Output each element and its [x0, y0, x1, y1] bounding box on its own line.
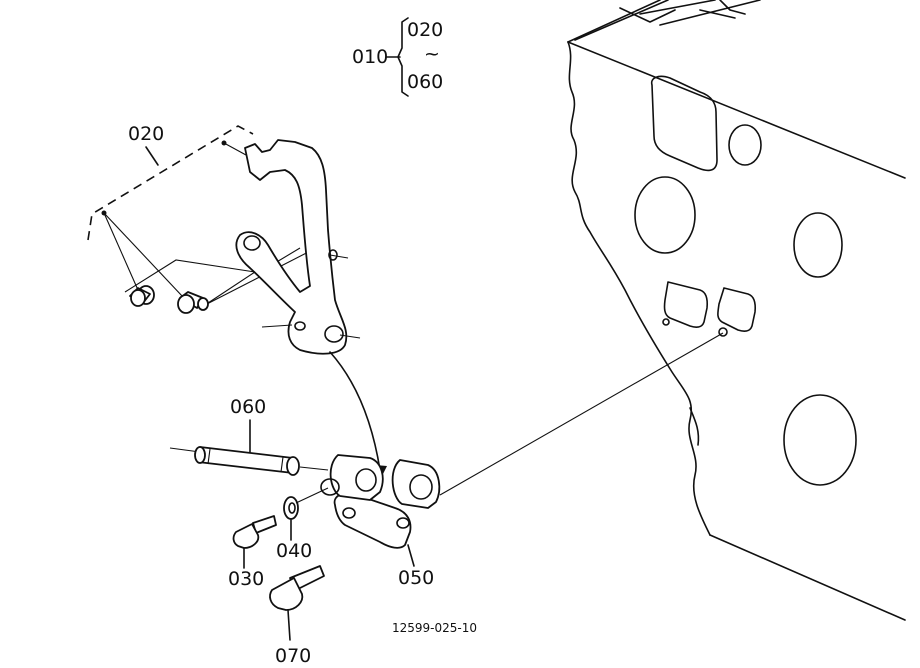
- bracket-group: 050: [320, 454, 441, 589]
- group-end-label: 060: [407, 71, 443, 93]
- washer: [283, 496, 299, 520]
- group-start-label: 020: [407, 19, 443, 41]
- lever-group: 020: [87, 123, 361, 355]
- pin-part-label: 060: [230, 396, 266, 418]
- drawing-number: 12599-025-10: [392, 621, 477, 635]
- pin-small-right: [177, 291, 209, 314]
- pin-group: 060: [169, 396, 329, 476]
- pin-small-left: [129, 285, 155, 307]
- large-bolt-part-label: 070: [275, 645, 311, 667]
- shift-lever: [235, 139, 348, 355]
- large-bolt-group: 070: [269, 565, 325, 667]
- washer-part-label: 040: [276, 540, 312, 562]
- group-tilde-label: ~: [424, 43, 440, 65]
- assembly-arrow: [329, 351, 381, 471]
- small-bolt-part-label: 030: [228, 568, 264, 590]
- engine-block: [567, 0, 906, 621]
- leader-line-block: [439, 332, 724, 496]
- group-reference: 010 020 ~ 060: [352, 17, 443, 97]
- small-bolt-group: 030: [228, 515, 277, 590]
- lever-part-label: 020: [128, 123, 164, 145]
- pivot-pin: [197, 446, 294, 474]
- bracket-part-label: 050: [398, 567, 434, 589]
- group-ref-label: 010: [352, 46, 388, 68]
- washer-group: 040: [276, 487, 329, 562]
